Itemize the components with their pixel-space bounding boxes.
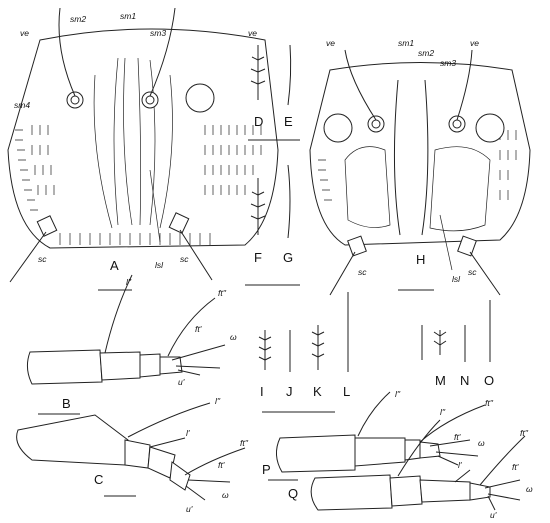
panel-C-leg: l'' l' ft'' ft' ω u' C (16, 396, 248, 514)
panel-A-shield: ve ve sm1 sm2 sm3 sm4 sc sc lsl A (7, 7, 279, 291)
panel-C-omega: ω (222, 490, 229, 500)
panel-H-shield: ve ve sm1 sm2 sm3 sc sc lsl H (309, 38, 531, 296)
panel-M-letter: M (435, 373, 446, 388)
panel-A-sc-right: sc (180, 254, 189, 264)
panel-C-l2: l'' (215, 396, 221, 406)
panel-D-letter: D (254, 114, 263, 129)
panel-C-u1: u' (186, 504, 193, 514)
panel-A-sc-left: sc (38, 254, 47, 264)
panel-Q-ft2: ft'' (520, 428, 528, 438)
panel-Q-l2: l'' (440, 407, 446, 417)
panel-J-letter: J (286, 384, 293, 399)
panel-A-sm3: sm3 (150, 28, 166, 38)
panel-K-letter: K (313, 384, 322, 399)
panel-Q-l1: l' (458, 460, 462, 470)
panel-H-sc-right: sc (468, 267, 477, 277)
panel-B-u1: u' (178, 377, 185, 387)
panel-Q-leg: l'' l' ft'' ft' ω u' Q (288, 407, 533, 520)
panel-P-letter: P (262, 462, 271, 477)
panel-H-ve-left: ve (326, 38, 335, 48)
panel-G-letter: G (283, 250, 293, 265)
panel-O-letter: O (484, 373, 494, 388)
panel-L-letter: L (343, 384, 350, 399)
panel-C-letter: C (94, 472, 103, 487)
panel-P-omega: ω (478, 438, 485, 448)
panel-C-ft2: ft'' (240, 438, 248, 448)
panel-B-leg: l'' ft'' ft' ω u' B (26, 274, 237, 415)
panel-Q-u1: u' (490, 510, 497, 520)
panel-N-letter: N (460, 373, 469, 388)
panel-H-lsl: lsl (452, 274, 461, 284)
panel-B-ft2: ft'' (218, 288, 226, 298)
panels-I-O-setae: I J K L M N O (258, 292, 494, 413)
panel-H-ve-right: ve (470, 38, 479, 48)
panel-H-sm2: sm2 (418, 48, 434, 58)
panel-A-sm2: sm2 (70, 14, 86, 24)
panel-E-letter: E (284, 114, 293, 129)
panel-B-letter: B (62, 396, 71, 411)
panel-F-letter: F (254, 250, 262, 265)
panel-C-l1: l' (186, 428, 190, 438)
panel-B-omega: ω (230, 332, 237, 342)
panel-B-l2: l'' (126, 277, 132, 287)
panel-A-ve-right: ve (248, 28, 257, 38)
panel-Q-letter: Q (288, 486, 298, 501)
panel-A-letter: A (110, 258, 119, 273)
panel-B-ft1: ft' (195, 324, 202, 334)
panel-A-sm4: sm4 (14, 100, 30, 110)
panel-P-leg: l'' ft'' ft' ω P (262, 389, 493, 481)
panel-A-sm1: sm1 (120, 11, 136, 21)
panel-H-sm3: sm3 (440, 58, 456, 68)
panel-Q-ft1: ft' (512, 462, 519, 472)
panel-H-sc-left: sc (358, 267, 367, 277)
panel-C-ft1: ft' (218, 460, 225, 470)
panel-P-ft1: ft' (454, 432, 461, 442)
panel-P-ft2: ft'' (485, 398, 493, 408)
panel-H-sm1: sm1 (398, 38, 414, 48)
panel-A-reticulation (15, 125, 262, 245)
panel-P-l2: l'' (395, 389, 401, 399)
panel-Q-omega: ω (526, 484, 533, 494)
panels-D-G-setae: D E F G (245, 44, 300, 286)
panel-A-lsl: lsl (155, 260, 164, 270)
panel-A-ve-left: ve (20, 28, 29, 38)
panel-H-letter: H (416, 252, 425, 267)
panel-I-letter: I (260, 384, 264, 399)
